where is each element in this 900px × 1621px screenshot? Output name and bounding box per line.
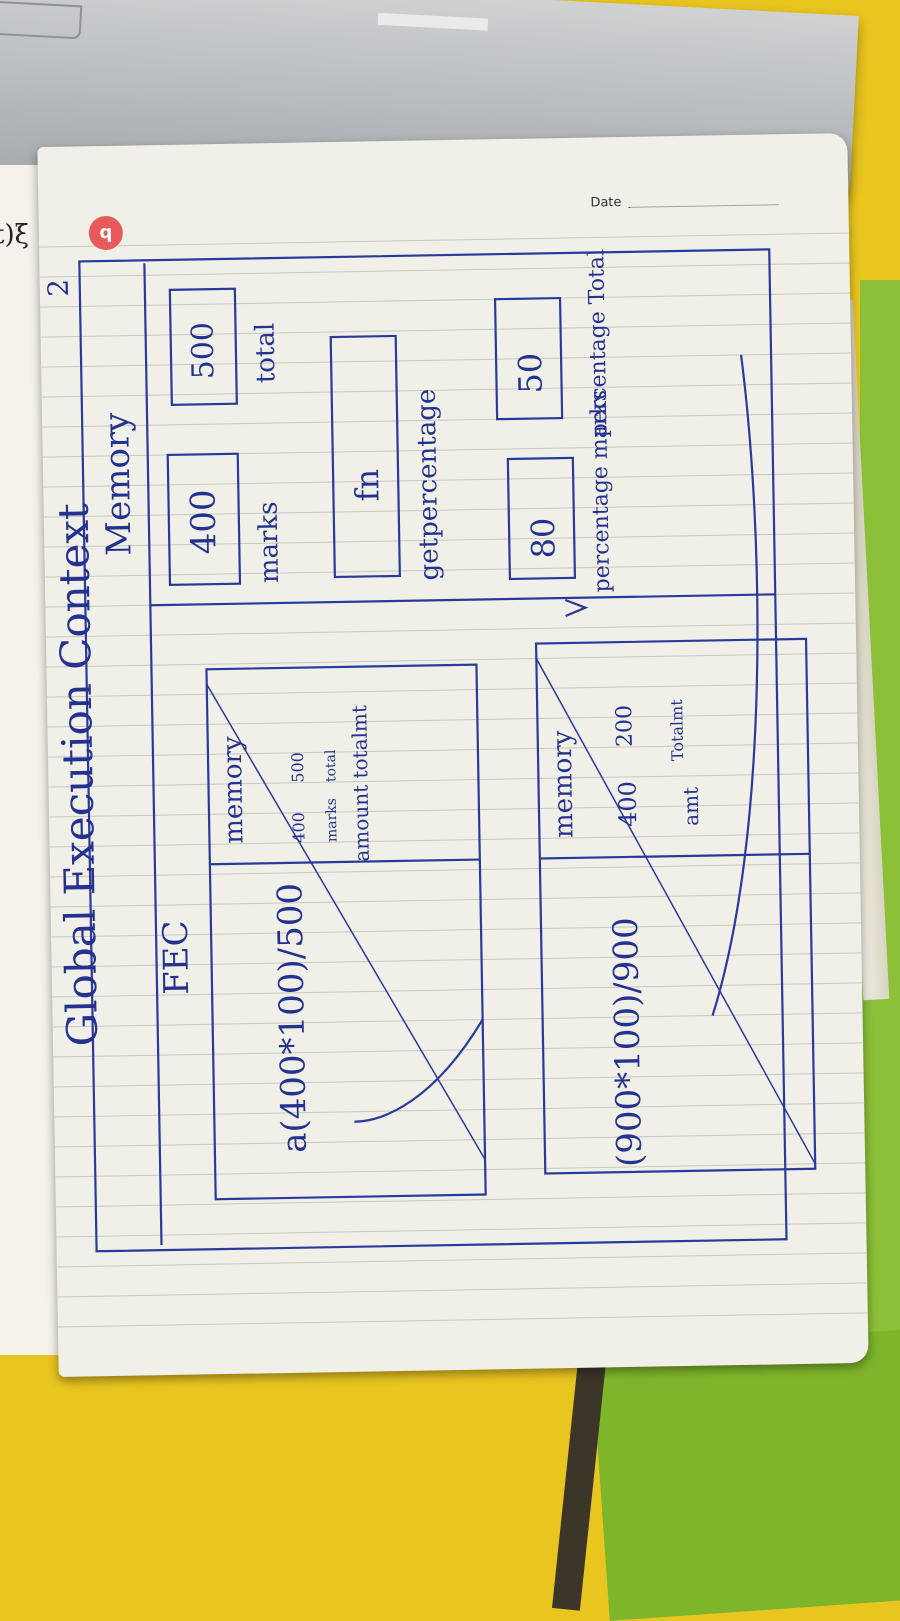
fec2-memory-heading: memory [547, 730, 580, 839]
fec2-label-amt: amt [678, 786, 704, 827]
fec1-value-500: 500 [287, 752, 308, 783]
fec1-memory-heading: memory [217, 736, 250, 845]
gm-box-fn [329, 334, 401, 579]
fec1-cross [206, 683, 486, 1160]
fec2-expression: (900*100)/900 [605, 916, 651, 1168]
ruled-lines [39, 232, 868, 1328]
page-title: Global Execution Context [48, 502, 108, 1047]
gm-label-total: total [250, 322, 282, 384]
circled-number: 2 [41, 278, 75, 298]
laptop-strip [377, 12, 489, 31]
fec2-value-200: 200 [612, 704, 638, 748]
gm-box-400 [166, 452, 242, 587]
gm-value-80: 80 [523, 517, 563, 559]
memory-divider [150, 593, 776, 607]
fec2-memory-line [539, 852, 810, 860]
fec2-box [534, 637, 817, 1175]
fec1-value-400: 400 [288, 811, 309, 843]
outer-frame [78, 248, 788, 1253]
inner-divider [143, 263, 163, 1246]
green-folder [590, 1329, 900, 1621]
fec1-box [205, 663, 487, 1201]
fec2-cross [535, 658, 816, 1165]
gm-value-500: 500 [185, 321, 222, 380]
fec1-memory-line [209, 858, 480, 866]
fec1-label-marks: marks [323, 797, 341, 843]
laptop-key [0, 0, 83, 40]
gm-value-400: 400 [183, 489, 225, 555]
global-memory-heading: Memory [96, 412, 140, 557]
notebook-page: Date q Global Execution Context 2 Memory… [37, 133, 869, 1377]
bookmark-ribbon [552, 1359, 606, 1611]
fec2-value-400: 400 [613, 780, 643, 828]
gm-value-fn: fn [347, 468, 387, 502]
gm-box-50 [493, 296, 564, 421]
gm-box-500 [168, 287, 238, 406]
fec2-label-totalmt: Totalmt [667, 699, 688, 762]
fec1-sub-label: amount totalmt [347, 704, 374, 862]
return-arrow [711, 354, 759, 1016]
fec1-expression: a(400*100)/500 [270, 882, 315, 1154]
gm-label-percentage-total: percentage Total [584, 248, 613, 438]
gm-value-50: 50 [510, 352, 550, 394]
date-label: Date [590, 194, 622, 211]
fec-label: FEC [155, 920, 198, 996]
gm-label-marks: marks [253, 501, 285, 584]
arrow-right [564, 598, 589, 618]
gm-box-80 [506, 456, 577, 581]
fec-curve [354, 1018, 484, 1123]
fec1-label-total: total [322, 749, 340, 783]
margin-note: t)ξ [0, 220, 29, 250]
gm-label-getpercentage: getpercentage [411, 388, 445, 581]
